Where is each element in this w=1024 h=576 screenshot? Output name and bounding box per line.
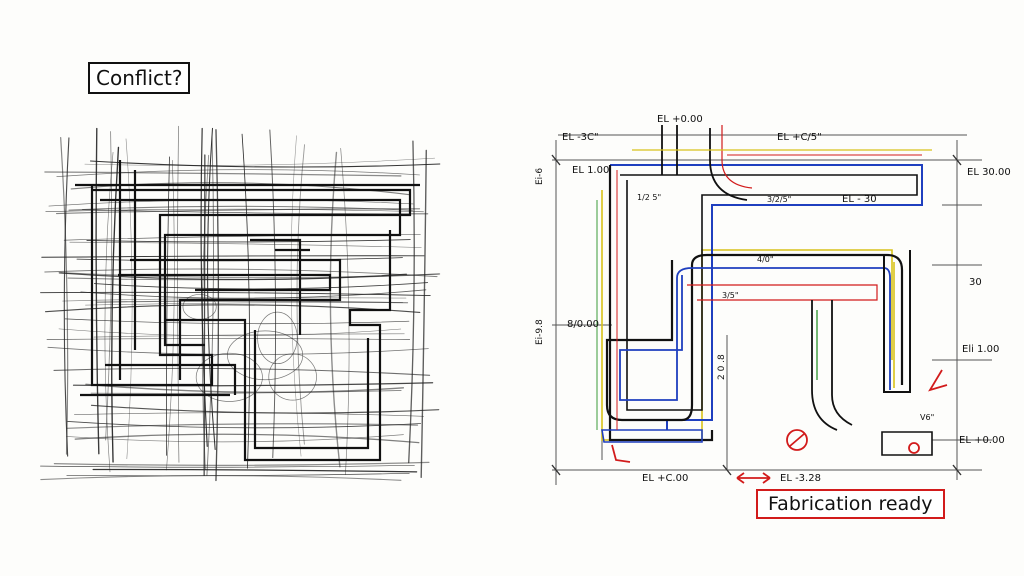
- annotation-top-right: EL +C/5": [777, 132, 822, 143]
- scribble-stroke: [329, 151, 341, 468]
- scribble-stroke: [90, 404, 440, 414]
- scribble-loop: [227, 330, 304, 381]
- scribble-stroke: [203, 154, 206, 476]
- annotation-small-2: 3/2/5": [767, 195, 791, 204]
- scribble-stroke: [64, 318, 410, 325]
- annotation-left-mid: 8/0.00: [567, 319, 599, 330]
- annotation-right-mid: EL - 30: [842, 194, 877, 205]
- scribble-stroke: [95, 127, 100, 455]
- scribble-loop: [257, 311, 298, 365]
- duct-outline: [100, 198, 402, 347]
- scribble-stroke: [296, 144, 305, 445]
- annotation-top-left: EL -3C": [562, 132, 599, 143]
- scribble-stroke: [46, 338, 411, 340]
- annotation-bottom-mid: EL +C.00: [642, 473, 688, 484]
- annotation-small-4: 4/0": [757, 255, 774, 264]
- scribble-stroke: [177, 125, 180, 463]
- annotation-small-5: V6": [920, 413, 934, 422]
- annotations: EL -3C" EL +0.00 EL +C/5" EL 30.00 EL - …: [535, 114, 1011, 484]
- scribble-stroke: [340, 147, 350, 476]
- duct-outline: [165, 230, 392, 462]
- scribble-stroke: [82, 209, 429, 215]
- scribble-stroke: [166, 156, 170, 456]
- scribble-stroke: [104, 151, 114, 473]
- duct-outline: [253, 330, 370, 450]
- scribble-stroke: [41, 255, 425, 258]
- scribble-stroke: [69, 241, 422, 248]
- annotation-side-left-mid: Ei-9.8: [535, 319, 545, 345]
- scribble-stroke: [74, 433, 420, 444]
- scribble-stroke: [90, 390, 402, 394]
- coordinated-drawing: EL -3C" EL +0.00 EL +C/5" EL 30.00 EL - …: [535, 114, 1011, 485]
- scribble-stroke: [85, 302, 403, 306]
- scribble-stroke: [40, 465, 415, 468]
- chaotic-sketch: [40, 125, 441, 482]
- scribble-loop: [268, 353, 317, 401]
- scribble-stroke: [408, 140, 415, 464]
- scribble-stroke: [40, 475, 402, 481]
- annotation-el-right: EL 30.00: [967, 167, 1011, 178]
- scribble-loop: [195, 352, 263, 402]
- scribble-stroke: [60, 272, 440, 279]
- duct-outline: [118, 273, 332, 292]
- coordination-markers: [611, 369, 948, 484]
- scribble-stroke: [84, 157, 436, 166]
- scribble-stroke: [420, 149, 427, 479]
- duct-outline: [90, 185, 412, 387]
- annotation-small-3: 3/5": [722, 291, 739, 300]
- scribble-stroke: [44, 268, 438, 278]
- scribble-stroke: [86, 239, 411, 243]
- scribble-stroke: [290, 135, 302, 457]
- scribble-stroke: [93, 333, 405, 338]
- scribble-stroke: [55, 208, 421, 215]
- duct-outline: [118, 160, 137, 380]
- annotation-top-mid: EL +0.00: [657, 114, 703, 125]
- duct-outline: [75, 183, 420, 397]
- scribble-stroke: [45, 208, 424, 213]
- annotation-vertical-dim: 2 0 .8: [717, 354, 727, 380]
- scribble-stroke: [206, 135, 215, 476]
- scribble-stroke: [125, 138, 133, 460]
- duct-run-main: [596, 125, 933, 456]
- annotation-side-left-top: Ei-6: [535, 168, 545, 185]
- duct-outline: [130, 258, 342, 380]
- scribble-stroke: [58, 328, 402, 337]
- duct-outline: [105, 363, 237, 395]
- annotation-right-bottom: EL +0.00: [959, 435, 1005, 446]
- dimension-ticks: [551, 154, 962, 476]
- scribble-stroke: [89, 160, 441, 168]
- scribble-stroke: [66, 434, 404, 443]
- annotation-r30: 30: [969, 277, 982, 288]
- scribble-stroke: [47, 346, 429, 355]
- scribble-stroke: [44, 171, 402, 177]
- scribble-stroke: [74, 412, 424, 417]
- scribble-stroke: [92, 468, 418, 473]
- overlapping-duct-outlines: [75, 160, 420, 462]
- scribble-stroke: [62, 297, 407, 302]
- scribble-stroke: [63, 137, 70, 457]
- scribble-stroke: [93, 282, 429, 290]
- scribble-stroke: [56, 169, 420, 178]
- scribble-stroke: [58, 272, 407, 281]
- annotation-right-lower: Eli 1.00: [962, 344, 999, 355]
- annotation-bottom-right: EL -3.28: [780, 473, 821, 484]
- scribble-stroke: [66, 423, 419, 429]
- scribble-stroke: [44, 304, 421, 314]
- scribble-stroke: [241, 133, 251, 469]
- annotation-el-left: EL 1.00: [572, 165, 609, 176]
- duct-outline: [250, 238, 310, 335]
- annotation-small-1: 1/2 5": [637, 193, 661, 202]
- scribble-stroke: [200, 127, 208, 447]
- conflict-label: Conflict?: [88, 62, 191, 94]
- fabrication-ready-label: Fabrication ready: [756, 489, 945, 519]
- scribble-stroke: [60, 137, 69, 455]
- scribble-stroke: [269, 129, 277, 459]
- scribble-stroke: [53, 461, 430, 466]
